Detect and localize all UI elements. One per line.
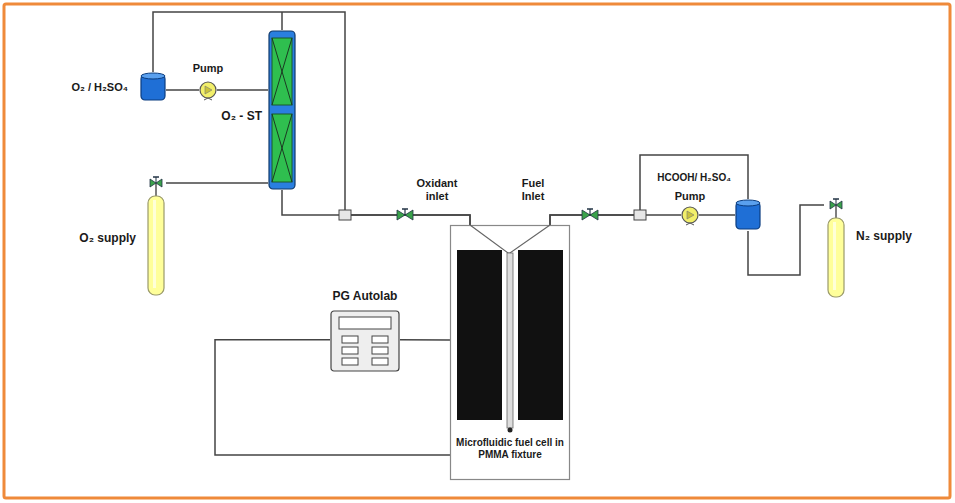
- gas-cylinder-shape: [146, 176, 166, 296]
- node-label: Pump: [675, 190, 706, 203]
- fuel-tank-shape: [735, 199, 761, 231]
- pump-symbol: Pump: [681, 206, 699, 224]
- saturation-column: O₂ - ST: [268, 30, 296, 190]
- valve-symbol: [397, 209, 413, 220]
- pipe-line: [550, 155, 748, 225]
- pipe-line: [166, 182, 268, 184]
- pipe-line: [217, 89, 268, 91]
- gas-cylinder: N₂ supply: [824, 198, 848, 298]
- frame-border: [4, 4, 950, 498]
- pump-symbol-shape: [199, 81, 217, 99]
- node-label: N₂ supply: [856, 230, 912, 244]
- node-label: Pump: [193, 62, 224, 75]
- potentiostat: PG Autolab: [330, 310, 400, 372]
- node-label: Microfluidic fuel cell in PMMA fixture: [453, 437, 567, 460]
- pump-symbol: Pump: [199, 81, 217, 99]
- node-label: O₂ - ST: [221, 110, 262, 124]
- acid-tank-shape: [140, 72, 166, 102]
- pipe-line: [699, 214, 735, 216]
- fuel-tank: HCOOH/ H₂SO₄: [735, 199, 761, 231]
- node-label: O₂ supply: [79, 232, 136, 246]
- inlet-label: Fuel Inlet: [512, 177, 554, 202]
- node-label: PG Autolab: [333, 290, 398, 304]
- pipe-line: [550, 215, 681, 225]
- pipe-line: [166, 89, 199, 91]
- pipe-line: [400, 339, 450, 341]
- saturation-column-shape: [268, 30, 296, 190]
- node-label: HCOOH/ H₂SO₄: [657, 172, 731, 184]
- inlet-label: Oxidant inlet: [410, 177, 464, 202]
- gas-cylinder: O₂ supply: [146, 176, 166, 296]
- potentiostat-shape: [330, 310, 400, 372]
- fuel-cell-fixture: Microfluidic fuel cell in PMMA fixture: [450, 225, 570, 480]
- junction-symbol: [634, 210, 646, 220]
- valve-symbol: [582, 209, 598, 220]
- node-label: O₂ / H₂SO₄: [71, 81, 128, 94]
- acid-tank: O₂ / H₂SO₄: [140, 72, 166, 102]
- column-top-line: [281, 12, 283, 30]
- pump-symbol-shape: [681, 206, 699, 224]
- junction-symbol: [339, 210, 351, 220]
- pipe-line: [153, 12, 470, 225]
- gas-cylinder-shape: [824, 198, 848, 298]
